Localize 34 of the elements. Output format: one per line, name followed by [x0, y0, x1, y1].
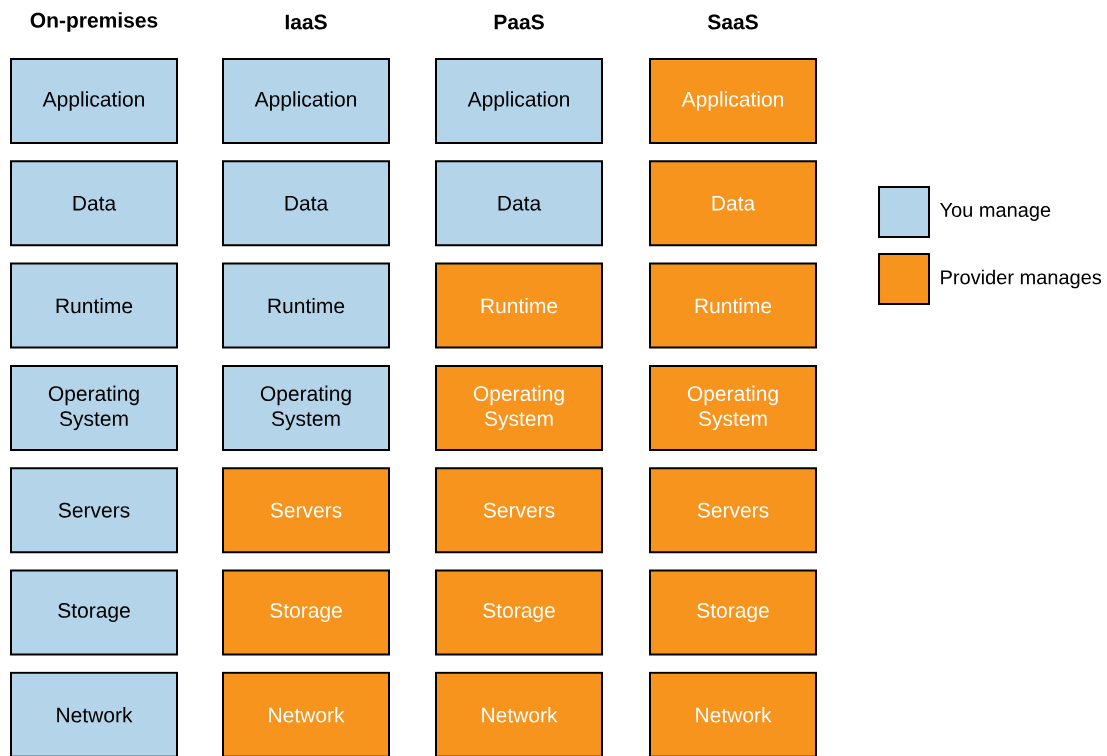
layer-box: Runtime: [435, 262, 603, 349]
layer-box: Storage: [649, 569, 817, 656]
layer-box: Runtime: [222, 262, 390, 349]
layer-box: Operating System: [222, 364, 390, 451]
layer-box: Servers: [649, 467, 817, 554]
layer-box: Operating System: [10, 364, 178, 451]
column-heading: PaaS: [494, 14, 544, 30]
layer-box: Operating System: [435, 364, 603, 451]
layer-box: Data: [649, 160, 817, 247]
layer-box: Servers: [10, 467, 178, 554]
legend-label: You manage: [940, 203, 1051, 221]
layer-box: Runtime: [649, 262, 817, 349]
column-heading: SaaS: [707, 14, 758, 30]
layer-box: Network: [222, 671, 390, 756]
layer-box: Application: [435, 58, 603, 144]
layer-box: Storage: [222, 569, 390, 656]
layer-box: Network: [649, 671, 817, 756]
layer-box: Network: [435, 671, 603, 756]
layer-box: Application: [649, 58, 817, 144]
legend-label: Provider manages: [941, 269, 1102, 289]
layer-box: Storage: [435, 569, 603, 656]
layer-box: Data: [435, 160, 603, 247]
layer-box: Data: [222, 160, 390, 247]
layer-box: Storage: [10, 569, 178, 656]
layer-box: Network: [10, 671, 178, 756]
column-heading: IaaS: [285, 14, 327, 30]
layer-box: Data: [10, 160, 178, 247]
layer-box: Application: [10, 58, 178, 144]
layer-box: Application: [222, 58, 390, 144]
layer-box: Runtime: [10, 262, 178, 349]
column-heading: On-premises: [30, 12, 158, 32]
layer-box: Servers: [222, 467, 390, 554]
layer-box: Servers: [435, 467, 603, 554]
layer-box: Operating System: [649, 364, 817, 451]
